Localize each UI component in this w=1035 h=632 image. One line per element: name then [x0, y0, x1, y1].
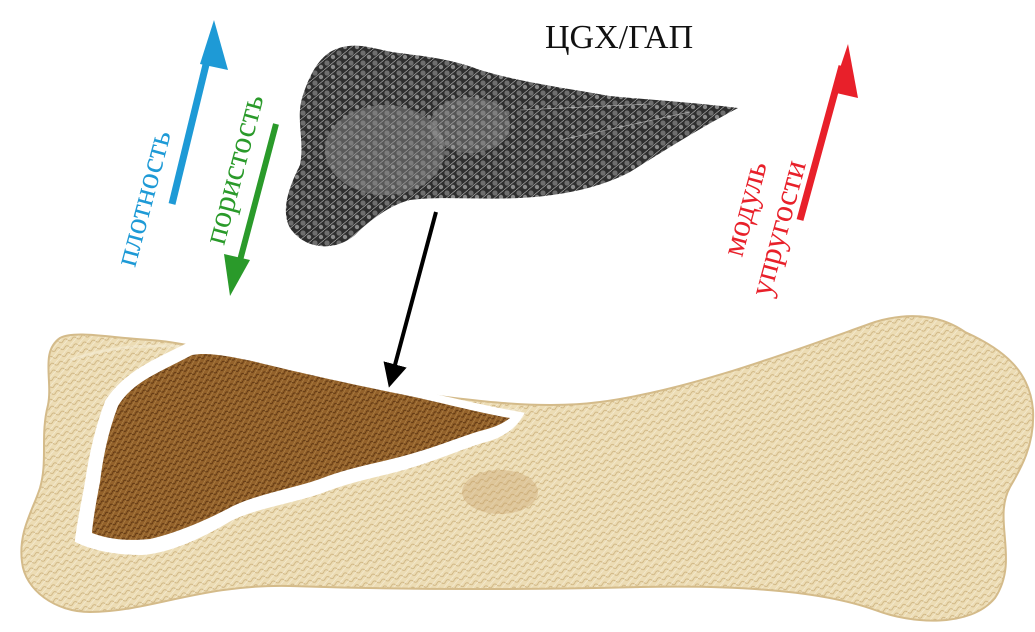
density-arrow-head-icon	[200, 20, 228, 70]
modulus-arrow-head-icon	[832, 44, 858, 98]
porosity-arrow-head-icon	[224, 254, 250, 296]
scaffold-micrograph-icon	[286, 46, 738, 247]
porosity-indicator: пористость	[196, 90, 276, 296]
modulus-indicator: модуль упругости	[714, 44, 858, 300]
porosity-label: пористость	[196, 90, 271, 248]
femur-bone-cross-section-icon	[21, 316, 1033, 620]
diagram-title: ЦGX/ГАП	[545, 19, 693, 56]
density-label: плотность	[107, 126, 178, 270]
pointer-arrow	[392, 212, 436, 376]
